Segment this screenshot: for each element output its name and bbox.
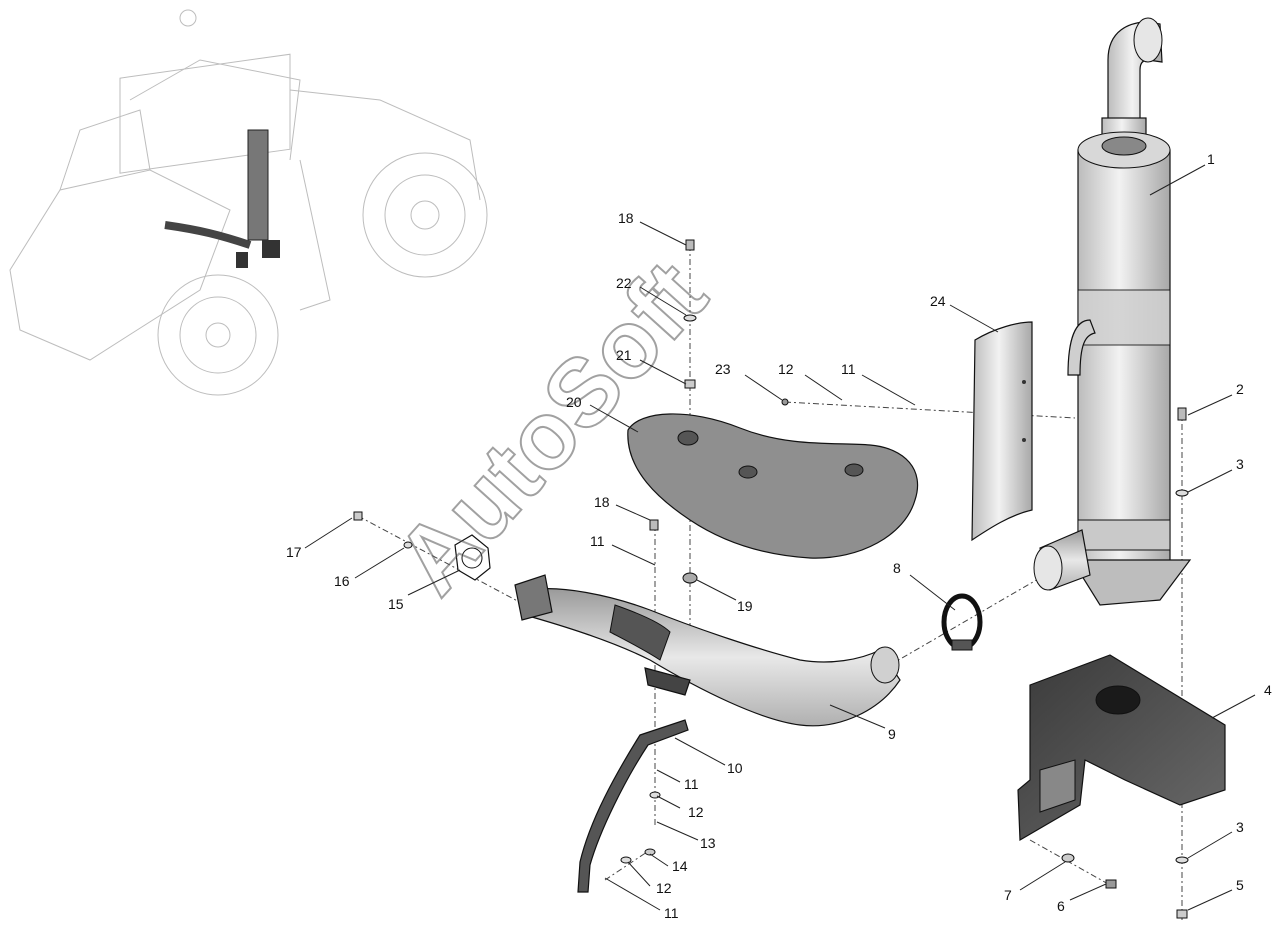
callout-10: 10 — [727, 760, 743, 776]
bracket-part-10 — [577, 719, 689, 893]
callout-23: 23 — [715, 361, 731, 377]
callout-2: 2 — [1236, 381, 1244, 397]
callout-4: 4 — [1264, 682, 1272, 698]
elbow-shield-part-20 — [627, 413, 919, 559]
callout-15: 15 — [388, 596, 404, 612]
callout-18-top: 18 — [618, 210, 634, 226]
callout-22: 22 — [616, 275, 632, 291]
callout-18-pipe: 18 — [594, 494, 610, 510]
callout-labels: 1 2 3 3 4 5 6 7 8 9 10 11 11 11 11 12 12… — [286, 151, 1272, 921]
callout-16: 16 — [334, 573, 350, 589]
callout-24: 24 — [930, 293, 946, 309]
muffler-part-1 — [1033, 17, 1192, 606]
callout-3-upper: 3 — [1236, 456, 1244, 472]
gasket-part-15 — [454, 534, 491, 581]
callout-5: 5 — [1236, 877, 1244, 893]
callout-12-top: 12 — [778, 361, 794, 377]
callout-12-bottom: 12 — [656, 880, 672, 896]
callout-14: 14 — [672, 858, 688, 874]
callout-11-bracket: 11 — [684, 776, 699, 792]
callout-19: 19 — [737, 598, 753, 614]
leader-lines — [304, 164, 1256, 911]
callout-11-top: 11 — [841, 361, 856, 377]
callout-1: 1 — [1207, 151, 1215, 167]
callout-11-pipe: 11 — [590, 533, 605, 549]
fasteners — [353, 239, 1189, 919]
callout-9: 9 — [888, 726, 896, 742]
tractor-pipe-highlight — [164, 221, 252, 249]
callout-17: 17 — [286, 544, 302, 560]
exhaust-pipe-part-9 — [514, 574, 901, 727]
callout-11-bottom: 11 — [664, 905, 679, 921]
tractor-exhaust-highlight — [247, 129, 269, 241]
callout-20: 20 — [566, 394, 582, 410]
callout-21: 21 — [616, 347, 632, 363]
clamp-part-8 — [941, 593, 983, 651]
callout-12-bracket: 12 — [688, 804, 704, 820]
callout-13: 13 — [700, 835, 716, 851]
callout-8: 8 — [893, 560, 901, 576]
heat-shield-part-24 — [971, 321, 1033, 542]
support-bracket-part-4 — [1017, 654, 1226, 842]
tractor-overview-illustration — [9, 9, 488, 396]
callout-7: 7 — [1004, 887, 1012, 903]
callout-6: 6 — [1057, 898, 1065, 914]
callout-3-lower: 3 — [1236, 819, 1244, 835]
